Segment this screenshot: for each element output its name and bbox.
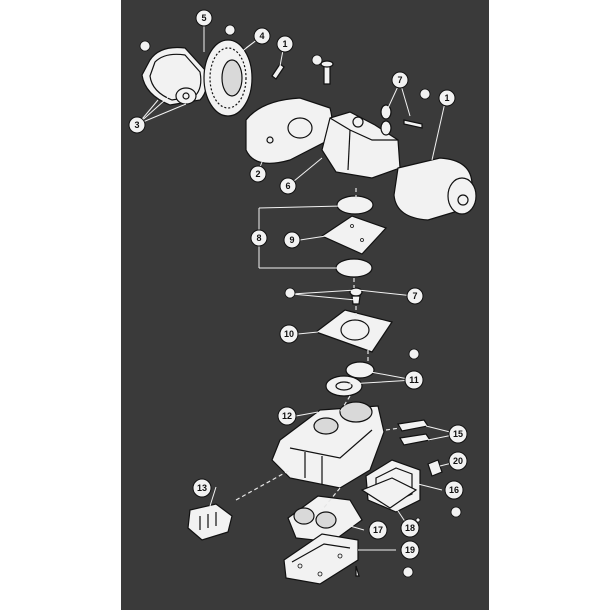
callout-13: 13	[192, 478, 212, 498]
callout-15: 15	[448, 424, 468, 444]
callout-6: 6	[279, 177, 297, 195]
svg-text:2: 2	[255, 169, 260, 179]
small-pulley-part	[175, 87, 197, 105]
callout-8: 8	[250, 229, 268, 247]
callout-5: 5	[195, 9, 213, 27]
svg-text:10: 10	[284, 329, 294, 339]
callout-7-mid: 7	[406, 287, 424, 305]
callout-4: 4	[253, 27, 271, 45]
mounting-plate-part	[245, 97, 333, 164]
marker-dot	[284, 287, 296, 299]
svg-text:1: 1	[282, 39, 287, 49]
callout-2: 2	[249, 165, 267, 183]
marker-dots	[139, 24, 462, 578]
callout-19: 19	[400, 540, 420, 560]
gasket-lower-part	[335, 258, 373, 278]
marker-dot	[419, 88, 431, 100]
drive-gear-part	[203, 39, 253, 117]
callout-20: 20	[448, 451, 468, 471]
svg-text:18: 18	[405, 523, 415, 533]
screw-part-b	[320, 60, 334, 85]
impeller-part	[325, 361, 375, 397]
svg-text:6: 6	[285, 181, 290, 191]
svg-text:16: 16	[449, 485, 459, 495]
marker-dot	[408, 348, 420, 360]
callout-3: 3	[128, 116, 146, 134]
svg-text:7: 7	[412, 291, 417, 301]
base-plate-part	[283, 533, 359, 585]
base-screw-part	[355, 565, 360, 577]
svg-text:9: 9	[289, 235, 294, 245]
marker-dot	[224, 24, 236, 36]
callout-16: 16	[444, 480, 464, 500]
callout-17: 17	[368, 520, 388, 540]
callout-1-top: 1	[276, 35, 294, 53]
svg-text:17: 17	[373, 525, 383, 535]
svg-text:13: 13	[197, 483, 207, 493]
callout-12: 12	[277, 406, 297, 426]
fitting-part	[427, 459, 443, 477]
callout-9: 9	[283, 231, 301, 249]
callout-10: 10	[279, 324, 299, 344]
pump-body-part	[271, 401, 385, 489]
connector-plug-part	[187, 503, 233, 541]
gearbox-housing-part	[321, 111, 401, 179]
svg-text:4: 4	[259, 31, 264, 41]
svg-text:20: 20	[453, 456, 463, 466]
callout-11: 11	[404, 370, 424, 390]
svg-text:1: 1	[444, 93, 449, 103]
bracket-screw-part	[380, 104, 423, 136]
svg-text:7: 7	[397, 75, 402, 85]
marker-dot	[311, 54, 323, 66]
screw-part-a	[271, 63, 285, 80]
valve-block-part	[287, 495, 363, 543]
callout-1-motor: 1	[438, 89, 456, 107]
svg-text:12: 12	[282, 411, 292, 421]
marker-dot	[402, 566, 414, 578]
diaphragm-plate-part	[320, 215, 388, 255]
svg-text:3: 3	[134, 120, 139, 130]
callout-7-top: 7	[391, 71, 409, 89]
svg-text:15: 15	[453, 429, 463, 439]
belt-cover-part	[141, 46, 208, 106]
motor-part	[393, 157, 477, 221]
svg-text:8: 8	[256, 233, 261, 243]
gasket-seal-part	[360, 477, 421, 523]
gasket-upper-part	[336, 195, 374, 215]
assembly-lines	[235, 188, 401, 511]
marker-dot	[139, 40, 151, 52]
svg-text:5: 5	[201, 13, 206, 23]
valve-body-part	[314, 309, 393, 353]
nozzle-part-b	[399, 433, 432, 446]
svg-text:19: 19	[405, 545, 415, 555]
nozzle-part-a	[397, 419, 430, 432]
callout-18: 18	[400, 518, 420, 538]
marker-dot	[450, 506, 462, 518]
svg-text:11: 11	[409, 375, 419, 385]
